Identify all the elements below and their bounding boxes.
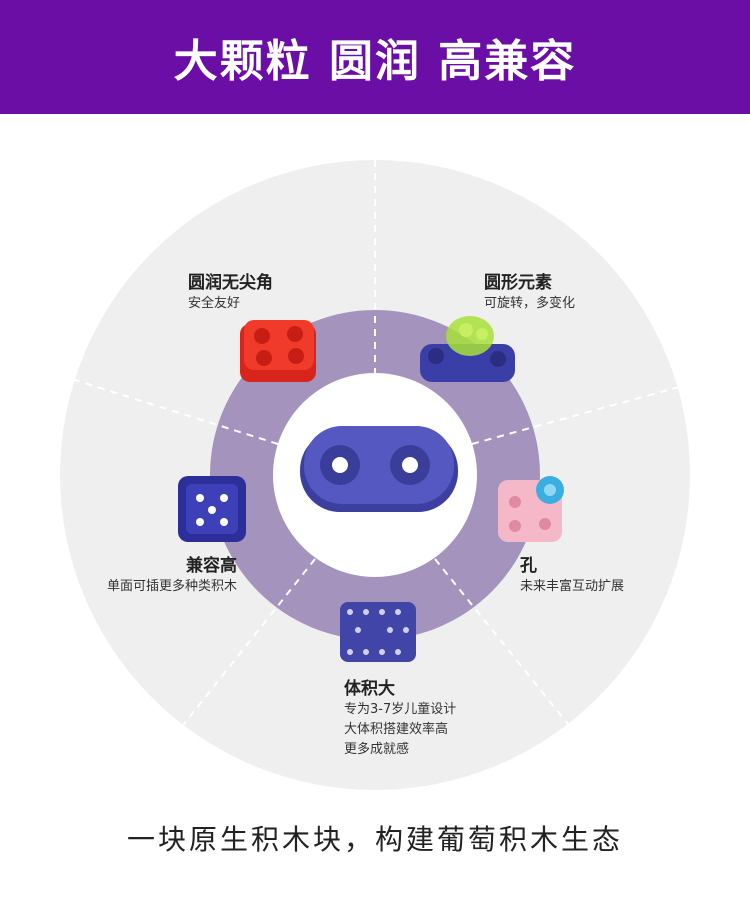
feature-title: 孔 (520, 556, 537, 576)
red-brick-icon (240, 320, 316, 382)
feature-large-volume: 体积大 专为3-7岁儿童设计 大体积搭建效率高 更多成就感 (344, 678, 456, 760)
feature-title: 兼容高 (186, 556, 237, 576)
feature-hole: 孔 未来丰富互动扩展 (520, 555, 624, 597)
feature-diagram (60, 160, 691, 790)
feature-round-element: 圆形元素 可旋转，多变化 (484, 272, 575, 314)
feature-desc: 单面可插更多种类积木 (106, 579, 237, 594)
feature-title: 圆润无尖角 (188, 273, 273, 293)
round-element-brick-icon (420, 316, 515, 382)
big-plate-brick-icon (340, 602, 416, 662)
feature-desc: 安全友好 (188, 296, 241, 311)
feature-desc: 专为3-7岁儿童设计 (344, 702, 457, 717)
pink-hole-brick-icon (498, 476, 564, 542)
feature-rounded: 圆润无尖角 安全友好 (188, 272, 273, 314)
header-banner: 大颗粒 圆润 高兼容 (0, 0, 750, 114)
center-brick-icon (300, 426, 458, 512)
feature-compatible: 兼容高 单面可插更多种类积木 (80, 555, 237, 597)
feature-desc: 可旋转，多变化 (484, 296, 576, 311)
feature-desc: 未来丰富互动扩展 (520, 579, 625, 594)
page-title: 大颗粒 圆润 高兼容 (173, 36, 577, 87)
compatible-brick-icon (178, 476, 246, 542)
footer-slogan: 一块原生积木块，构建葡萄积木生态 (126, 823, 623, 856)
feature-title: 体积大 (344, 679, 395, 699)
feature-title: 圆形元素 (484, 273, 552, 293)
feature-desc: 大体积搭建效率高 (344, 722, 449, 737)
divider-lines (74, 160, 691, 730)
feature-desc: 更多成就感 (344, 742, 410, 757)
